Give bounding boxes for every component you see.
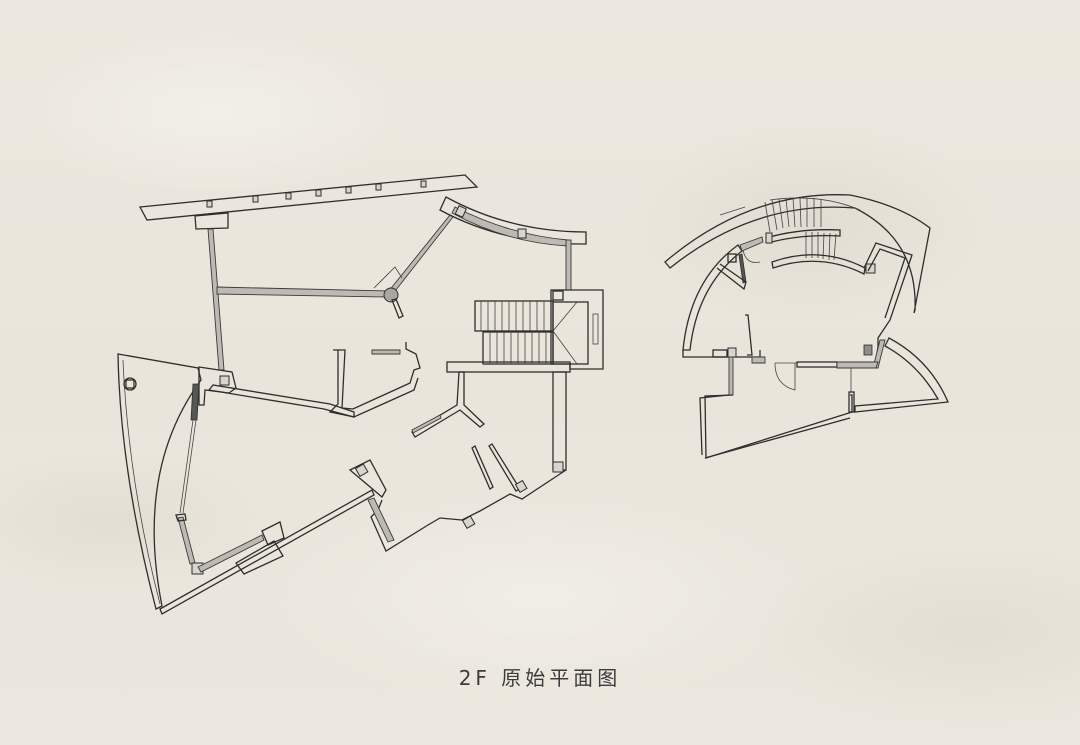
annex-east-wedge (854, 337, 949, 413)
staircase (446, 289, 604, 373)
west-wall (207, 228, 225, 371)
curved-canopy (439, 196, 587, 291)
column-stub (391, 298, 404, 319)
interior-partitions (411, 371, 521, 492)
central-room-walls (328, 342, 421, 418)
north-partition-wall (216, 286, 389, 298)
plan-caption: 2F 原始平面图 (458, 666, 622, 690)
east-wall (552, 371, 567, 471)
annex-south-wall (682, 314, 879, 391)
curved-staircase (764, 197, 866, 275)
south-wall (367, 469, 567, 552)
west-wedge-room (117, 353, 387, 615)
annex-outer-curve (664, 194, 931, 314)
diagonal-wall (387, 214, 454, 296)
annex-entrance-wedge (699, 356, 855, 459)
main-building-plan (117, 174, 604, 615)
annex-inner-arc (682, 244, 743, 351)
roof-beam (138, 174, 479, 230)
door-swing (373, 266, 403, 289)
central-column (383, 287, 399, 303)
corner-column (552, 461, 564, 473)
annex-building-plan (664, 194, 949, 459)
